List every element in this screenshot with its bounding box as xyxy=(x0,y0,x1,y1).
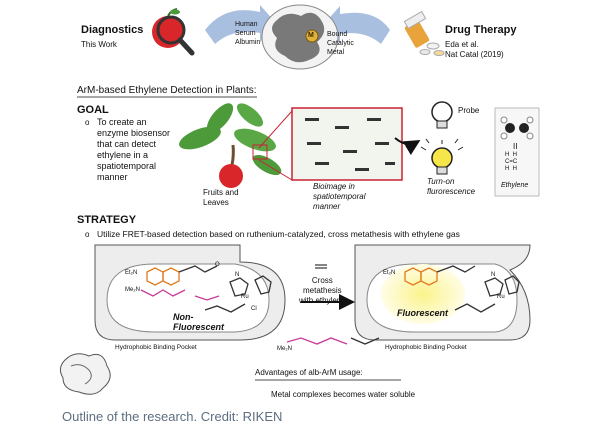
me2n-label-byproduct: Me₂N xyxy=(277,346,292,352)
protein-mini-icon xyxy=(59,353,111,395)
protein-label: Human Serum Albumin xyxy=(235,21,261,46)
n-label-right: N xyxy=(491,272,496,278)
goal-title: GOAL xyxy=(77,104,109,116)
metal-label: Bound Catalytic Metal xyxy=(327,31,354,56)
ethylene-bond-glyph: II xyxy=(513,142,518,151)
turn-on-label: Turn-on flurorescence xyxy=(427,177,476,196)
left-arrow-icon xyxy=(205,5,277,44)
ru-label-right: Ru xyxy=(497,294,505,300)
diagnostics-subtitle: This Work xyxy=(81,40,117,49)
ethylene-model-icon xyxy=(494,107,540,197)
o-label-left: O xyxy=(215,262,220,268)
drug-ref-journal: Nat Catal (2019) xyxy=(445,50,504,59)
probe-label: Probe xyxy=(458,106,480,115)
me2n-label-left: Me₂N xyxy=(125,287,140,293)
ru-label-left: Ru xyxy=(241,294,249,300)
et2n-label-left: Et₂N xyxy=(125,270,138,276)
lightbulb-off-icon xyxy=(431,101,453,129)
drug-ref-authors: Eda et al. xyxy=(445,40,479,49)
pill-bottle-icon xyxy=(403,10,445,56)
magnifier-apple-icon xyxy=(152,8,195,56)
fruits-label: Fruits and Leaves xyxy=(203,188,239,207)
right-arrow-icon xyxy=(323,6,390,44)
goal-text: To create an enzyme biosensor that can d… xyxy=(97,117,171,182)
et2n-label-right: Et₂N xyxy=(383,270,396,276)
pocket-left-label: Hydrophobic Binding Pocket xyxy=(115,344,197,351)
cl-label-left: Cl xyxy=(251,306,257,312)
ethylene-label: Ethylene xyxy=(501,182,529,189)
ethylene-formula: H H C=C H H xyxy=(505,152,518,172)
strategy-title: STRATEGY xyxy=(77,214,137,226)
research-outline-figure: Diagnostics This Work Human Serum Albumi… xyxy=(55,0,545,398)
metal-badge: M xyxy=(308,32,314,39)
binding-pocket-right xyxy=(354,244,531,341)
drug-therapy-title: Drug Therapy xyxy=(445,24,517,36)
diagnostics-title: Diagnostics xyxy=(81,24,144,36)
goal-bullet-icon: o xyxy=(85,118,90,127)
reaction-label: Cross metathesis with ethylene xyxy=(299,276,346,305)
protein-blob-icon xyxy=(261,4,339,70)
fluorescent-label: Fluorescent xyxy=(397,308,449,318)
lightbulb-on-icon xyxy=(420,138,464,175)
bioimage-label: Bioimage in spatiotemporal manner xyxy=(313,182,366,211)
strategy-text: Utilize FRET-based detection based on ru… xyxy=(97,229,460,239)
byproduct-molecule xyxy=(286,337,380,345)
ethylene-center-icon xyxy=(315,264,327,269)
n-label-left: N xyxy=(235,272,240,278)
figure-graphics xyxy=(59,4,540,395)
plant-icon xyxy=(179,103,282,188)
advantages-item: Metal complexes becomes water soluble xyxy=(271,390,416,398)
molecule-right xyxy=(404,265,520,313)
bioimage-zoom-box xyxy=(252,107,403,181)
pocket-right-label: Hydrophobic Binding Pocket xyxy=(385,344,467,351)
section-heading: ArM-based Ethylene Detection in Plants: xyxy=(77,85,257,96)
advantages-title: Advantages of alb-ArM usage: xyxy=(255,368,363,377)
figure-caption: Outline of the research. Credit: RIKEN xyxy=(62,409,283,424)
molecule-left xyxy=(140,265,272,313)
strategy-bullet-icon: o xyxy=(85,230,90,239)
non-fluorescent-label: Non- Fluorescent xyxy=(173,312,225,332)
